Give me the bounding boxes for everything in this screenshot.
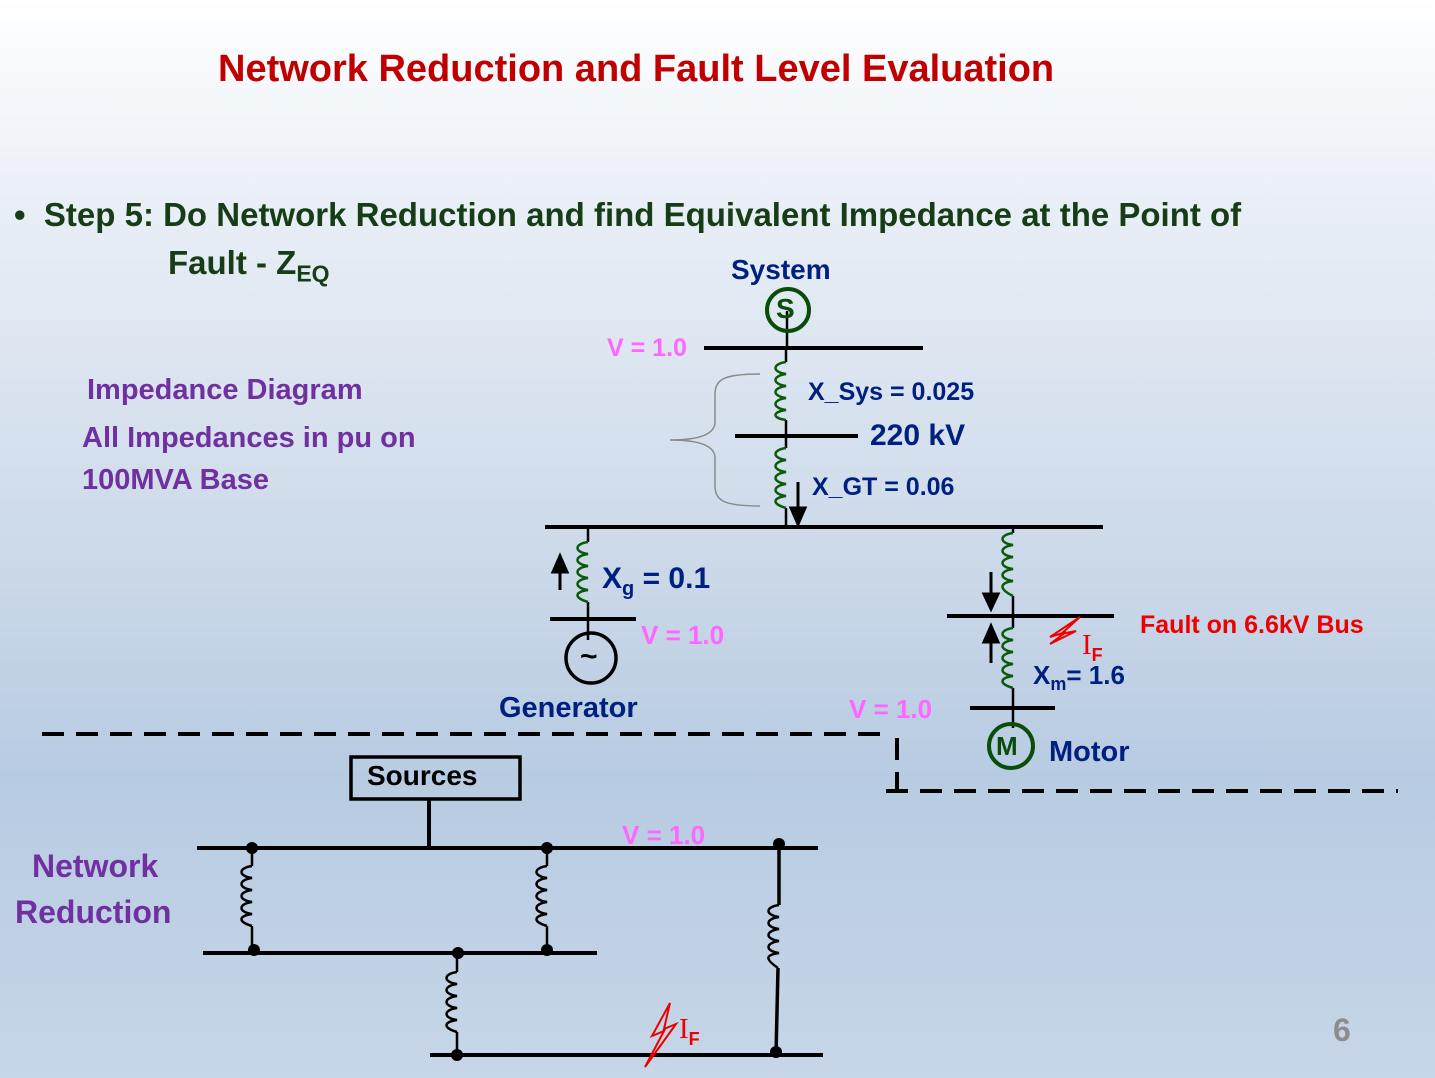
voltage-motor: V = 1.0 xyxy=(849,694,933,724)
network-reduction-line-1: Network xyxy=(32,848,159,884)
sources-label: Sources xyxy=(367,760,478,791)
reduced-inductor-4 xyxy=(767,903,780,970)
generator-circle xyxy=(564,631,618,685)
fault-bus-label: Fault on 6.6kV Bus xyxy=(1140,611,1364,639)
xm-label: Xm= 1.6 xyxy=(1033,660,1125,695)
inductor-transformer-motor xyxy=(1001,531,1014,598)
bullet-line-1: • Step 5: Do Network Reduction and find … xyxy=(14,196,1241,234)
motor-symbol: M xyxy=(996,731,1018,761)
motor-circle xyxy=(987,722,1035,770)
voltage-system: V = 1.0 xyxy=(607,334,687,362)
x-sys-label: X_Sys = 0.025 xyxy=(808,378,975,406)
inductor-x-sys xyxy=(774,360,787,422)
motor-label: Motor xyxy=(1049,736,1130,768)
x-gt-label: X_GT = 0.06 xyxy=(812,473,955,501)
bus-220kv-label: 220 kV xyxy=(870,419,966,452)
xg-label: Xg = 0.1 xyxy=(602,562,711,600)
fault-current-label-reduced: IF xyxy=(679,1013,700,1049)
brace xyxy=(669,373,761,507)
fault-current-label: IF xyxy=(1082,629,1103,665)
reduced-inductor-3 xyxy=(445,970,458,1034)
base-note-line-1: All Impedances in pu on xyxy=(82,422,416,454)
fault-lightning-icon xyxy=(1049,616,1081,645)
generator-label: Generator xyxy=(499,692,638,724)
voltage-reduced: V = 1.0 xyxy=(622,820,706,850)
voltage-generator: V = 1.0 xyxy=(641,620,725,650)
bullet-line-2: Fault - ZEQ xyxy=(168,244,330,287)
system-symbol: S xyxy=(776,293,795,324)
inductor-xm xyxy=(1001,626,1014,690)
reduced-inductor-2 xyxy=(535,864,548,928)
generator-symbol: ~ xyxy=(580,640,598,673)
inductor-xg xyxy=(576,540,589,604)
page-number: 6 xyxy=(1333,1012,1351,1048)
bullet-marker: • xyxy=(14,196,26,233)
base-note-line-2: 100MVA Base xyxy=(82,464,269,496)
system-source-circle xyxy=(765,287,811,333)
reduced-inductor-1 xyxy=(240,864,253,928)
system-label: System xyxy=(731,254,831,285)
sources-box xyxy=(349,755,522,801)
network-reduction-line-2: Reduction xyxy=(15,894,172,930)
impedance-diagram-label: Impedance Diagram xyxy=(87,374,363,406)
bullet-text: Step 5: Do Network Reduction and find Eq… xyxy=(43,196,1242,233)
zeq-subscript: EQ xyxy=(296,260,330,287)
slide-title: Network Reduction and Fault Level Evalua… xyxy=(218,48,1055,90)
inductor-x-gt xyxy=(774,446,787,510)
fault-lightning-icon-reduced xyxy=(644,1002,679,1068)
